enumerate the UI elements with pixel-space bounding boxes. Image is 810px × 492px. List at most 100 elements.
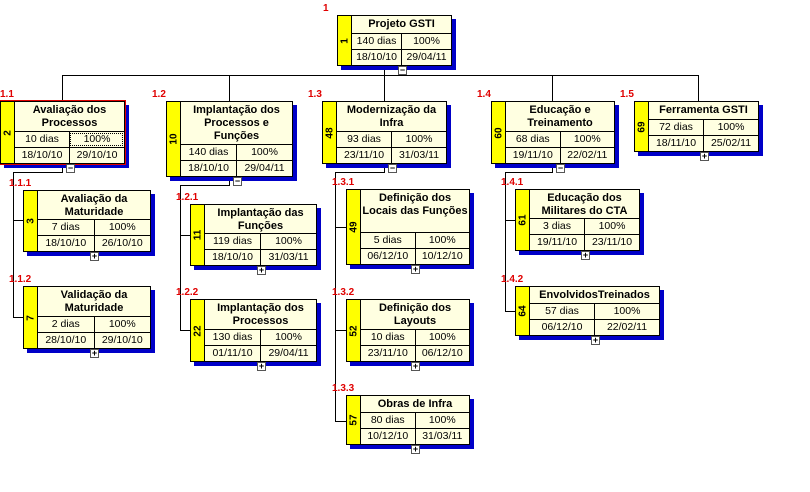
- task-finish-date: 31/03/11: [391, 148, 446, 163]
- connector-1-3: [384, 168, 385, 172]
- task-id-bar: 10: [167, 102, 181, 176]
- expand-icon[interactable]: +: [581, 250, 590, 260]
- expand-icon[interactable]: +: [257, 265, 266, 275]
- task-finish-date: 29/10/10: [93, 333, 151, 348]
- collapse-icon[interactable]: −: [388, 163, 397, 173]
- collapse-icon[interactable]: −: [398, 65, 407, 75]
- task-title: Projeto GSTI: [368, 18, 435, 30]
- task-title: Implantação dos Processos e Funções: [193, 104, 280, 142]
- task-title: Definição dos Layouts: [378, 302, 452, 327]
- task-id-bar: 48: [323, 102, 337, 163]
- task-finish-date: 22/02/11: [594, 320, 659, 335]
- connector-1-2-1: [180, 235, 190, 236]
- task-id-bar: 61: [516, 190, 530, 250]
- expand-icon[interactable]: +: [700, 151, 709, 161]
- task-percent-complete: 100%: [236, 145, 292, 160]
- task-percent-complete: 100%: [93, 317, 151, 332]
- expand-icon[interactable]: +: [411, 264, 420, 274]
- task-duration: 7 dias: [51, 221, 80, 233]
- task-title: Educação e Treinamento: [527, 104, 593, 129]
- collapse-icon[interactable]: −: [66, 163, 75, 173]
- wbs-code: 1.3.1: [332, 177, 355, 188]
- expand-icon[interactable]: +: [591, 335, 600, 345]
- expand-icon[interactable]: +: [90, 348, 99, 358]
- task-id-bar: 1: [338, 16, 352, 65]
- wbs-code: 1.3.2: [332, 287, 355, 298]
- task-start-date: 18/11/10: [655, 137, 697, 149]
- wbs-code: 1.4: [477, 89, 491, 100]
- task-start-date: 28/10/10: [45, 334, 87, 346]
- task-id: 22: [192, 324, 203, 337]
- connector-root: [384, 70, 385, 76]
- task-title: Obras de Infra: [377, 398, 453, 410]
- expand-icon[interactable]: +: [411, 444, 420, 454]
- task-finish-date: 29/04/11: [236, 161, 292, 176]
- collapse-icon[interactable]: −: [556, 163, 565, 173]
- expand-icon[interactable]: +: [90, 251, 99, 261]
- expand-icon[interactable]: +: [411, 361, 420, 371]
- task-finish-date: 26/10/10: [93, 236, 151, 251]
- task-id: 49: [348, 221, 359, 233]
- task-duration: 10 dias: [25, 133, 59, 145]
- connector-level1-drop: [62, 75, 63, 101]
- task-id: 1: [339, 37, 350, 44]
- task-start-date: 23/11/10: [367, 347, 408, 359]
- expand-icon[interactable]: +: [257, 361, 266, 371]
- task-percent-complete: 100%: [594, 304, 659, 319]
- task-percent-complete: 100%: [703, 120, 758, 135]
- connector-level1-bus: [62, 75, 698, 76]
- wbs-code: 1.2: [152, 89, 166, 100]
- collapse-icon[interactable]: −: [233, 176, 242, 186]
- task-id-bar: 3: [24, 191, 38, 251]
- task-title: Avaliação dos Processos: [32, 104, 107, 129]
- wbs-code: 1.2.2: [176, 287, 199, 298]
- task-id-bar: 57: [347, 396, 361, 444]
- task-duration: 57 dias: [545, 305, 579, 317]
- task-duration: 5 dias: [373, 234, 402, 246]
- connector-1-1-trunk: [13, 172, 14, 318]
- task-duration: 140 dias: [356, 35, 397, 47]
- wbs-code: 1.1: [0, 89, 14, 100]
- task-id-bar: 49: [347, 190, 361, 264]
- task-finish-date: 22/02/11: [559, 148, 615, 163]
- task-duration-row: 2 dias 100%: [38, 316, 150, 332]
- task-title: Implantação das Funções: [217, 207, 304, 232]
- task-id-bar: 60: [492, 102, 506, 163]
- task-id: 3: [25, 218, 36, 224]
- task-id-bar: 11: [191, 205, 205, 265]
- task-duration: 93 dias: [347, 133, 381, 145]
- task-id-bar: 69: [635, 102, 649, 151]
- task-finish-date: 29/04/11: [260, 346, 316, 361]
- task-finish-date: 29/04/11: [401, 50, 451, 65]
- task-duration: 2 dias: [51, 318, 80, 330]
- connector-1-4: [552, 168, 553, 172]
- task-id-bar: 22: [191, 300, 205, 361]
